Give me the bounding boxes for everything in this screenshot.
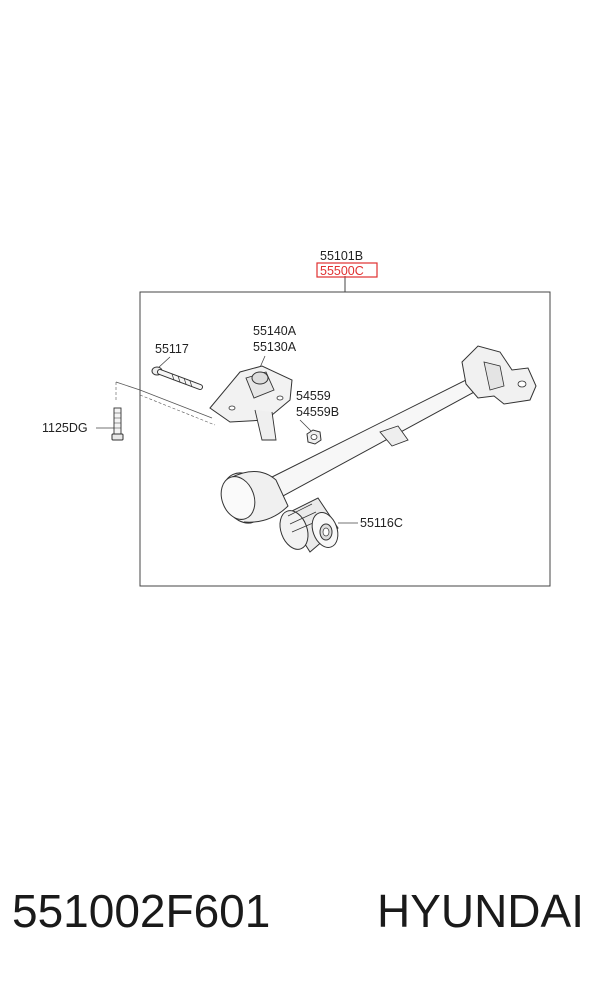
leader-54559 (299, 419, 313, 433)
screw-part (111, 407, 124, 441)
label-55130A: 55130A (253, 340, 297, 354)
guide-line-lower (115, 382, 216, 426)
label-55116C: 55116C (360, 516, 403, 530)
label-55117: 55117 (155, 342, 189, 356)
leader-55117 (157, 356, 171, 369)
guide-line-upper (115, 381, 213, 419)
label-1125DG: 1125DG (42, 421, 88, 435)
label-55500C[interactable]: 55500C (320, 264, 364, 278)
brand-name: HYUNDAI (376, 885, 584, 937)
footer: 551002F601 HYUNDAI (0, 876, 600, 946)
label-54559: 54559 (296, 389, 331, 403)
bushing-part (279, 497, 339, 553)
highlight-box (316, 262, 378, 278)
bracket-part (209, 365, 293, 441)
bolt-part (151, 366, 203, 390)
trailing-arm (220, 345, 537, 524)
nut-part (306, 429, 322, 445)
label-54559B: 54559B (296, 405, 339, 419)
label-55140A: 55140A (253, 324, 297, 338)
part-number: 551002F601 (12, 885, 271, 937)
label-55101B: 55101B (320, 249, 363, 263)
assembly-frame (139, 291, 551, 587)
